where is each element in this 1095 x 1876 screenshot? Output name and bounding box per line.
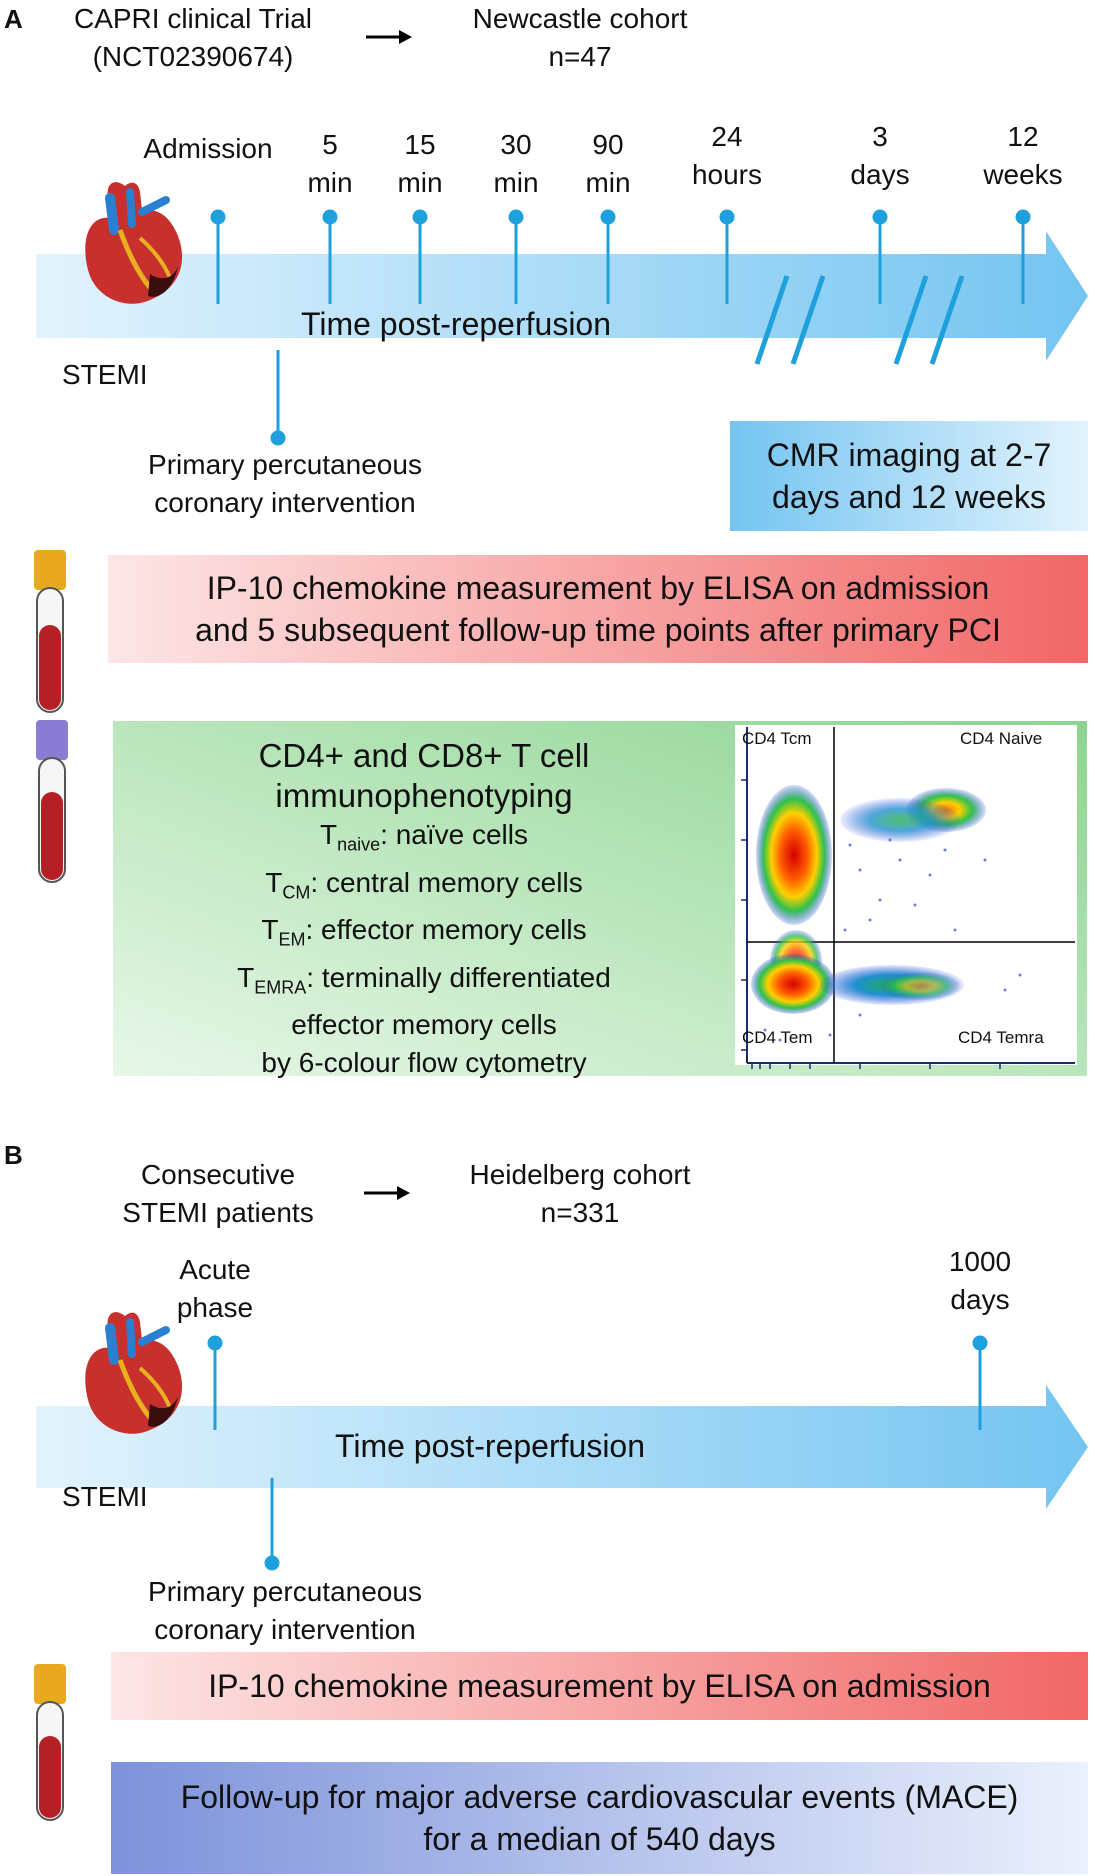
trial-name: CAPRI clinical Trial (NCT02390674): [73, 3, 313, 72]
flow-effector: effector memory cells: [291, 1009, 557, 1041]
stemi-label-a: STEMI: [62, 359, 148, 390]
elisa-text-b: IP-10 chemokine measurement by ELISA on …: [208, 1668, 991, 1704]
elisa-box-a: [108, 555, 1088, 663]
timepoint-label: Admission: [143, 133, 273, 164]
blood-tube-icon-a1: [34, 550, 66, 713]
flow-method: by 6-colour flow cytometry: [261, 1047, 587, 1079]
timepoint-1000days: 1000 days: [948, 1246, 1012, 1315]
timepoint-acute: Acute phase: [176, 1254, 254, 1323]
flow-title-2: immunophenotyping: [275, 777, 573, 814]
gate-label-tem: CD4 Tem: [742, 1028, 813, 1047]
timeline-arrow-b: [36, 1385, 1088, 1509]
gate-label-tcm: CD4 Tcm: [742, 729, 812, 748]
elisa-text-a: IP-10 chemokine measurement by ELISA on …: [195, 570, 1001, 648]
timepoint-ticks-a: [210, 209, 1031, 304]
elisa-box-b: [111, 1652, 1088, 1720]
cmr-text: CMR imaging at 2-7 days and 12 weeks: [766, 437, 1052, 515]
mace-text: Follow-up for major adverse cardiovascul…: [180, 1779, 1019, 1857]
ppci-tick-b: [264, 1478, 280, 1571]
cmr-box: [730, 421, 1088, 531]
ppci-tick-a: [270, 350, 286, 446]
timeline-arrow-a: [36, 231, 1088, 361]
ppci-label-a: Primary percutaneous coronary interventi…: [148, 449, 422, 518]
heart-icon-b: [85, 1312, 183, 1434]
flow-description: CD4+ and CD8+ T cell immunophenotyping T…: [113, 736, 735, 1082]
panel-letter-a: A: [4, 4, 23, 34]
ppci-label-b: Primary percutaneous coronary interventi…: [148, 1576, 422, 1645]
panel-letter-b: B: [4, 1140, 23, 1170]
flow-tcm: TCM: central memory cells: [265, 866, 583, 903]
arrow-label-b: Time post-reperfusion: [334, 1428, 646, 1464]
mace-box: [111, 1762, 1088, 1874]
arrow-label-a: Time post-reperfusion: [300, 306, 612, 342]
gate-label-temra: CD4 Temra: [958, 1028, 1044, 1047]
timepoint-ticks-b: [207, 1335, 988, 1430]
cohort-b: Heidelberg cohort n=331: [469, 1159, 691, 1228]
flow-title-1: CD4+ and CD8+ T cell: [258, 737, 590, 774]
cohort-arrow-a: [366, 30, 412, 44]
stemi-label-b: STEMI: [62, 1481, 148, 1512]
flow-tnaive: Tnaive: naïve cells: [320, 819, 528, 855]
cohort-arrow-b: [364, 1186, 410, 1200]
flow-tem: TEM: effector memory cells: [261, 914, 587, 950]
timeline-break-marks-a: [754, 275, 965, 365]
cohort-a: Newcastle cohort n=47: [472, 3, 688, 72]
flow-temra: TEMRA: terminally differentiated: [237, 961, 611, 998]
gate-label-naive: CD4 Naive: [960, 729, 1043, 748]
consecutive-patients: Consecutive STEMI patients: [122, 1159, 314, 1228]
blood-tube-icon-a2: [36, 720, 68, 883]
flow-cytometry-plot: [735, 725, 1077, 1069]
heart-icon-a: [85, 182, 183, 304]
blood-tube-icon-b: [34, 1664, 66, 1821]
